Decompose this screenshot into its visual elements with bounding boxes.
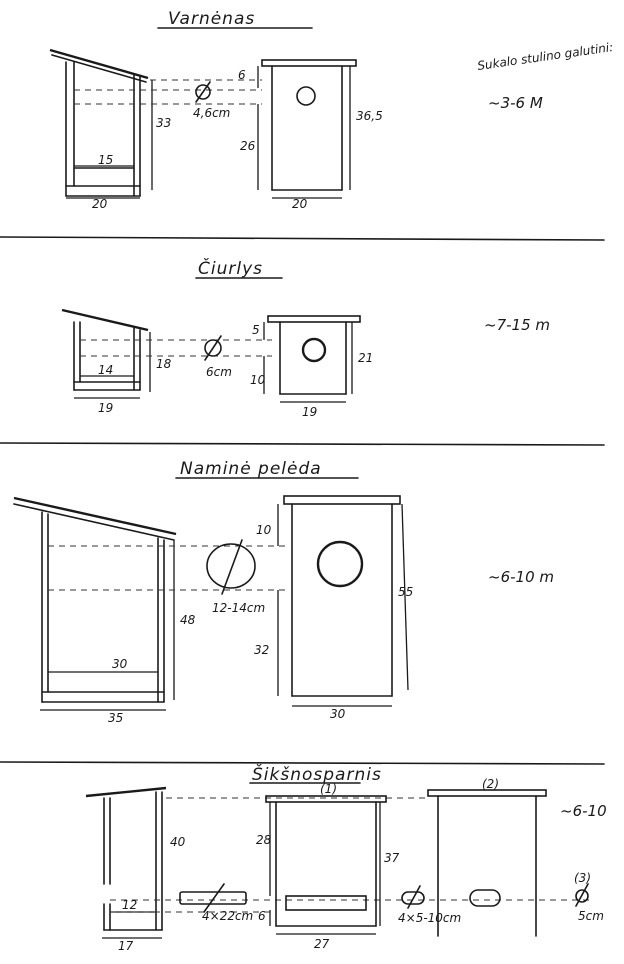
ciurlys-dim-hole-height: 10: [250, 373, 266, 387]
varnenas-dim-front-width: 20: [292, 197, 308, 211]
peleda-front-view: [277, 495, 409, 707]
siksnosparnis-panel-1: (1): [320, 782, 337, 796]
peleda-dim-side-width: 35: [108, 711, 123, 725]
varnenas-dim-inner-width: 15: [98, 153, 113, 167]
ciurlys-dim-front-width: 19: [302, 405, 317, 419]
siksnosparnis-mount-height: ~6-10: [560, 802, 607, 820]
ciurlys-hole-symbol: [204, 339, 222, 357]
varnenas-dim-side-height: 33: [156, 116, 171, 130]
siksnosparnis-front-view: (1): [265, 782, 387, 935]
siksnosparnis-dim-inner-width: 12: [122, 898, 137, 912]
siksnosparnis-slot-long: 4×22cm: [202, 909, 253, 923]
section-divider-1: [0, 236, 605, 241]
ciurlys-dim-front-height: 21: [358, 351, 373, 365]
varnenas-dim-hole-height: 26: [240, 139, 256, 153]
varnenas-mount-height: ~3-6 M: [488, 94, 543, 112]
siksnosparnis-title: Šikšnosparnis: [252, 763, 382, 785]
ciurlys-hole-size: 6cm: [206, 365, 232, 379]
ciurlys-dim-side-width: 19: [98, 401, 113, 415]
siksnosparnis-slot-symbol: [179, 891, 247, 905]
varnenas-front-view: [257, 59, 357, 199]
varnenas-hole-size: 4,6cm: [193, 106, 230, 120]
varnenas-dim-front-height: 36,5: [356, 109, 383, 123]
siksnosparnis-hole-size: 5cm: [578, 909, 604, 923]
ciurlys-dim-inner-width: 14: [98, 363, 113, 377]
section-siksnosparnis: Šikšnosparnis 4×22cm (1): [85, 763, 607, 953]
peleda-title: Naminė pelėda: [180, 459, 322, 479]
siksnosparnis-panel-2: (2): [482, 777, 499, 791]
section-ciurlys: Čiurlys 6cm: [61, 257, 550, 419]
varnenas-dim-roof-gap: 6: [238, 68, 246, 82]
siksnosparnis-dim-side-height: 40: [170, 835, 186, 849]
peleda-dim-inner-width: 30: [112, 657, 128, 671]
peleda-dim-front-height: 55: [398, 585, 413, 599]
section-varnenas: Varnėnas 4,6cm: [49, 9, 614, 211]
section-namine-peleda: Naminė pelėda 12-14cm: [13, 459, 554, 725]
varnenas-note: Sukalo stulino galutini:: [476, 40, 614, 73]
siksnosparnis-oval-symbol: [401, 891, 425, 905]
varnenas-dim-side-width: 20: [92, 197, 108, 211]
siksnosparnis-dim-front-upper: 28: [256, 833, 272, 847]
varnenas-title: Varnėnas: [168, 9, 255, 29]
peleda-hole-symbol: [206, 543, 256, 589]
section-divider-2: [0, 442, 605, 446]
ciurlys-mount-height: ~7-15 m: [484, 316, 550, 334]
siksnosparnis-dim-slot-gap: 6: [258, 909, 266, 923]
siksnosparnis-dim-side-width: 17: [118, 939, 134, 953]
ciurlys-side-view: [61, 308, 151, 399]
siksnosparnis-panel-3: (3): [574, 871, 591, 885]
peleda-dim-hole-height: 32: [254, 643, 269, 657]
siksnosparnis-slot-oval: 4×5-10cm: [398, 911, 461, 925]
ciurlys-title: Čiurlys: [198, 257, 263, 279]
peleda-mount-height: ~6-10 m: [488, 568, 554, 586]
section-divider-3: [0, 761, 605, 765]
peleda-hole-size: 12-14cm: [212, 601, 265, 615]
varnenas-hole-symbol: [195, 84, 211, 100]
peleda-dim-side-height: 48: [180, 613, 196, 627]
ciurlys-dim-roof-gap: 5: [252, 323, 260, 337]
ciurlys-dim-side-height: 18: [156, 357, 172, 371]
siksnosparnis-back-view: (2): [427, 777, 547, 937]
varnenas-side-view: [49, 48, 153, 197]
siksnosparnis-side-view: [85, 786, 167, 939]
peleda-dim-roof-gap: 10: [256, 523, 272, 537]
peleda-side-view: [13, 496, 177, 711]
siksnosparnis-dim-front-width: 27: [314, 937, 330, 951]
ciurlys-front-view: [263, 315, 361, 403]
siksnosparnis-hole-symbol: [575, 889, 589, 903]
siksnosparnis-dim-front-height: 37: [384, 851, 400, 865]
peleda-dim-front-width: 30: [330, 707, 346, 721]
